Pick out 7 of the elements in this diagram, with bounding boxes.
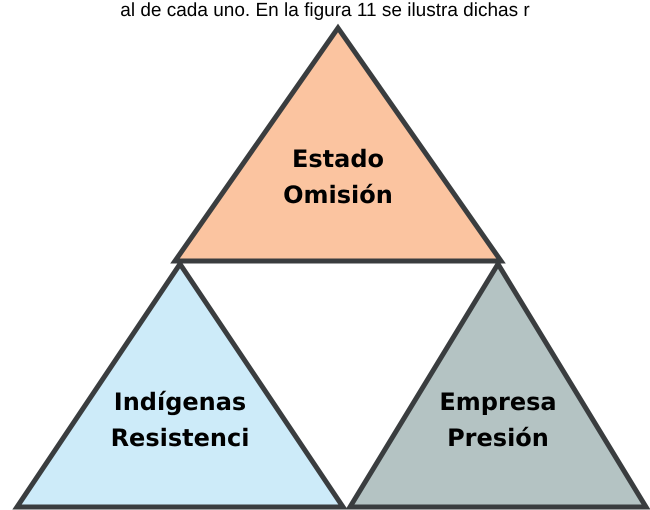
body-text: al de cada uno. En la figura 11 se ilustra dichas r [119,0,531,22]
node-label: Estado Omisión [282,144,394,211]
triangle-node [173,26,503,262]
triangle-node [15,262,345,508]
node-label: Empresa Presión [438,387,558,454]
node-label: Indígenas Resistenci [110,387,250,454]
triangle-node [348,262,648,508]
